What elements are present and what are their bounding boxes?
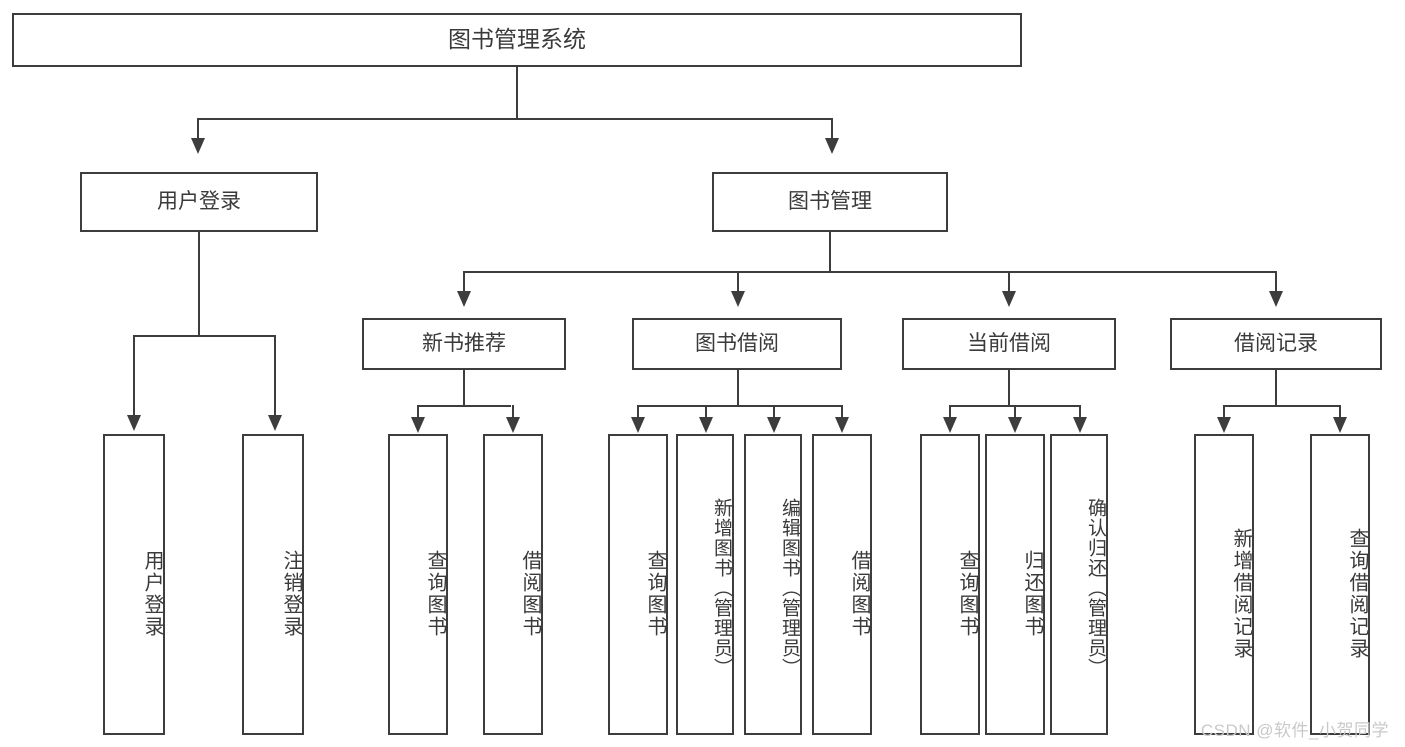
connector-new-book-l <box>417 405 419 419</box>
arrow-to-user-login <box>191 138 205 154</box>
arrow-to-new-book <box>457 291 471 307</box>
connector-bb-1 <box>637 405 639 419</box>
node-label: 查询图书 <box>644 549 666 638</box>
node-label: 借阅图书 <box>848 549 870 638</box>
connector-to-borrow-record <box>1275 271 1277 293</box>
connector-bb-3 <box>773 405 775 419</box>
node-label: 编辑图书（管理员） <box>779 497 800 678</box>
connector-root-to-book-mgmt <box>831 118 833 140</box>
connector-new-book-bus <box>418 405 511 407</box>
leaf-query-borrow-record[interactable]: 查询借阅记录 <box>1310 434 1370 735</box>
arrow-new-book-leaf-2 <box>506 417 520 433</box>
connector-user-login-left <box>133 335 135 417</box>
connector-borrow-record-bus <box>1224 405 1340 407</box>
connector-user-login-right <box>274 335 276 417</box>
node-label: 确认归还（管理员） <box>1085 497 1106 678</box>
connector-br-1 <box>1223 405 1225 419</box>
node-label: 图书管理 <box>788 189 872 213</box>
node-label: 用户登录 <box>157 189 241 213</box>
leaf-user-login[interactable]: 用户登录 <box>103 434 165 735</box>
connector-to-book-borrow <box>737 271 739 293</box>
connector-book-borrow-bus <box>638 405 843 407</box>
connector-cb-3 <box>1079 405 1081 419</box>
arrow-to-user-login-leaf <box>127 415 141 431</box>
arrow-bb-leaf-2 <box>699 417 713 433</box>
arrow-to-book-borrow <box>731 291 745 307</box>
node-label: 归还图书 <box>1021 549 1043 638</box>
connector-root-stem <box>516 67 518 119</box>
node-label: 注销登录 <box>280 549 302 638</box>
arrow-cb-leaf-3 <box>1073 417 1087 433</box>
arrow-bb-leaf-1 <box>631 417 645 433</box>
arrow-cb-leaf-2 <box>1008 417 1022 433</box>
leaf-query-book-2[interactable]: 查询图书 <box>608 434 668 735</box>
leaf-query-book-1[interactable]: 查询图书 <box>388 434 448 735</box>
leaf-confirm-return-admin[interactable]: 确认归还（管理员） <box>1050 434 1108 735</box>
connector-cb-2 <box>1014 405 1016 419</box>
connector-borrow-record-stem <box>1275 370 1277 406</box>
connector-bb-2 <box>705 405 707 419</box>
node-label: 用户登录 <box>141 549 163 638</box>
node-book-borrow[interactable]: 图书借阅 <box>632 318 842 370</box>
connector-root-to-user-login <box>197 118 199 140</box>
arrow-br-leaf-1 <box>1217 417 1231 433</box>
node-label: 新增借阅记录 <box>1230 527 1252 660</box>
node-root-book-management-system[interactable]: 图书管理系统 <box>12 13 1022 67</box>
node-label: 图书借阅 <box>695 331 779 355</box>
leaf-add-borrow-record[interactable]: 新增借阅记录 <box>1194 434 1254 735</box>
arrow-bb-leaf-4 <box>835 417 849 433</box>
connector-current-borrow-stem <box>1008 370 1010 406</box>
connector-br-2 <box>1339 405 1341 419</box>
node-label: 查询图书 <box>956 549 978 638</box>
node-label: 查询图书 <box>424 549 446 638</box>
node-current-borrow[interactable]: 当前借阅 <box>902 318 1116 370</box>
connector-new-book-r <box>512 405 514 419</box>
connector-root-bus <box>198 118 832 120</box>
connector-user-login-stem <box>198 232 200 336</box>
node-borrow-record[interactable]: 借阅记录 <box>1170 318 1382 370</box>
arrow-to-current-borrow <box>1002 291 1016 307</box>
connector-book-mgmt-stem <box>829 232 831 272</box>
node-label: 图书管理系统 <box>448 26 586 53</box>
leaf-logout[interactable]: 注销登录 <box>242 434 304 735</box>
connector-cb-1 <box>949 405 951 419</box>
node-user-login[interactable]: 用户登录 <box>80 172 318 232</box>
leaf-borrow-book-1[interactable]: 借阅图书 <box>483 434 543 735</box>
arrow-br-leaf-2 <box>1333 417 1347 433</box>
leaf-edit-book-admin[interactable]: 编辑图书（管理员） <box>744 434 802 735</box>
node-book-management[interactable]: 图书管理 <box>712 172 948 232</box>
node-new-book-recommend[interactable]: 新书推荐 <box>362 318 566 370</box>
connector-user-login-bus <box>134 335 276 337</box>
node-label: 新增图书（管理员） <box>711 497 732 678</box>
connector-book-mgmt-bus <box>464 271 1276 273</box>
arrow-cb-leaf-1 <box>943 417 957 433</box>
connector-new-book-stem <box>463 370 465 406</box>
leaf-return-book[interactable]: 归还图书 <box>985 434 1045 735</box>
leaf-query-book-3[interactable]: 查询图书 <box>920 434 980 735</box>
node-label: 借阅图书 <box>519 549 541 638</box>
connector-to-new-book <box>463 271 465 293</box>
arrow-to-logout-leaf <box>268 415 282 431</box>
arrow-bb-leaf-3 <box>767 417 781 433</box>
arrow-new-book-leaf-1 <box>411 417 425 433</box>
arrow-to-book-mgmt <box>825 138 839 154</box>
connector-bb-4 <box>841 405 843 419</box>
leaf-add-book-admin[interactable]: 新增图书（管理员） <box>676 434 734 735</box>
node-label: 借阅记录 <box>1234 331 1318 355</box>
node-label: 当前借阅 <box>967 331 1051 355</box>
watermark: CSDN @软件_小贺同学 <box>1200 721 1389 740</box>
connector-to-current-borrow <box>1008 271 1010 293</box>
leaf-borrow-book-2[interactable]: 借阅图书 <box>812 434 872 735</box>
connector-book-borrow-stem <box>737 370 739 406</box>
node-label: 新书推荐 <box>422 331 506 355</box>
node-label: 查询借阅记录 <box>1346 527 1368 660</box>
arrow-to-borrow-record <box>1269 291 1283 307</box>
